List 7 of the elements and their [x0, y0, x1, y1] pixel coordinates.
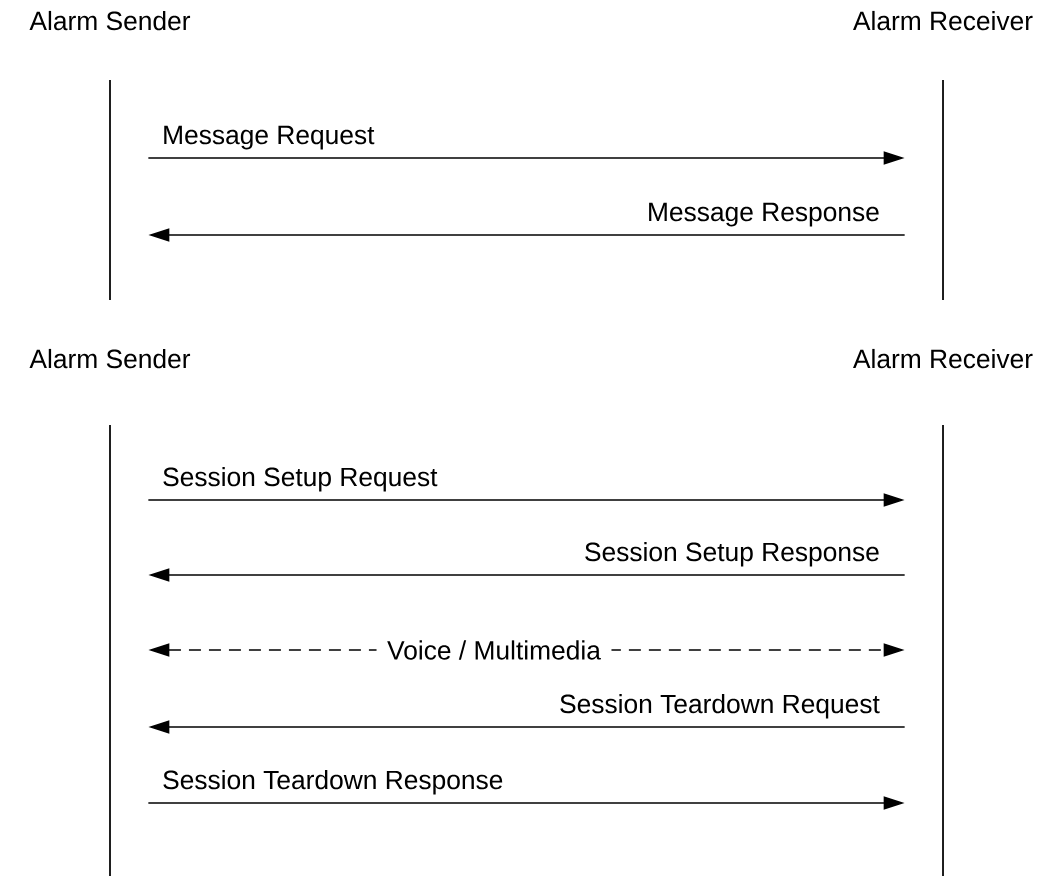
edge-label: Session Setup Response: [585, 541, 879, 567]
edge-label: Message Response: [649, 202, 879, 227]
edge-label: Voice / Multimedia: [376, 629, 612, 671]
edge-label: Session Setup Request: [163, 466, 438, 492]
edge-label: Session Teardown Request: [560, 693, 880, 719]
edge-label: Message Request: [164, 125, 375, 150]
edge-label: Session Teardown Response: [163, 769, 503, 795]
